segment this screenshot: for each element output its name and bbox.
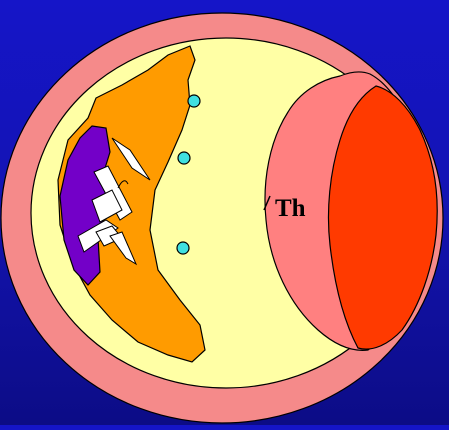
thrombus-inner <box>328 86 437 349</box>
cell-dot <box>188 95 200 107</box>
cell-dot <box>178 152 190 164</box>
thrombus-label: Th <box>275 195 306 222</box>
cell-dot <box>177 242 189 254</box>
